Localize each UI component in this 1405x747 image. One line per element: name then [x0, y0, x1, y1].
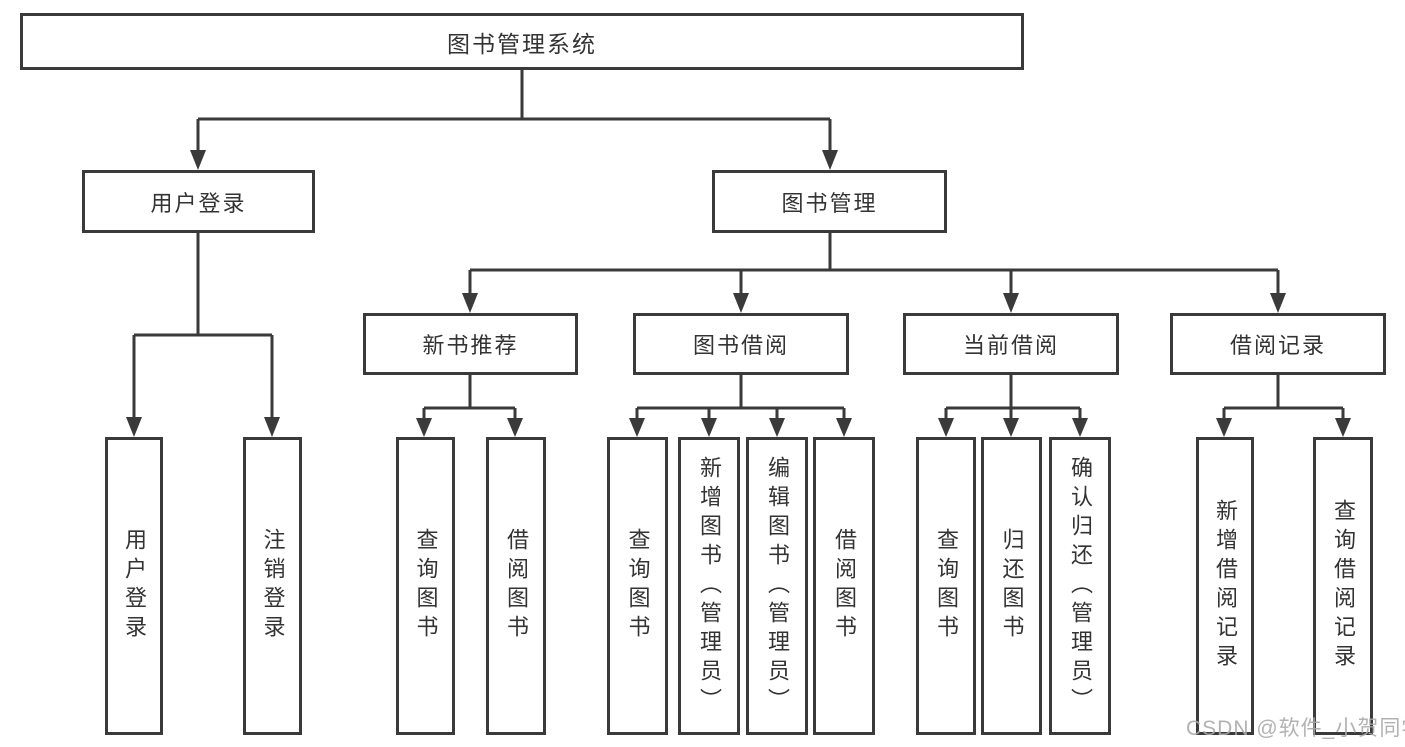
leaf-records-add-record: 新增借阅记录 [1196, 437, 1254, 735]
connector-records-to-leaves [1222, 375, 1345, 421]
section-book-borrow: 图书借阅 [633, 313, 849, 375]
leaf-borrow-edit-books-admin: 编辑图书（管理员） [746, 437, 808, 735]
arrow-icon [836, 418, 852, 437]
connector-userlogin-to-leaves [132, 233, 274, 419]
arrow-icon [1003, 293, 1019, 313]
connector-borrow-to-leaves [635, 375, 846, 421]
arrow-icon [1216, 418, 1232, 437]
leaf-borrow-borrow-books: 借阅图书 [813, 437, 875, 735]
leaf-user-login: 用户登录 [105, 437, 163, 735]
arrow-icon [822, 150, 838, 170]
arrow-icon [1270, 293, 1286, 313]
section-borrow-records: 借阅记录 [1170, 313, 1386, 375]
arrow-icon [190, 150, 206, 170]
branch-user-login: 用户登录 [82, 170, 315, 233]
arrow-icon [1072, 418, 1088, 437]
root-node-system-title: 图书管理系统 [20, 13, 1024, 70]
leaf-current-return-books: 归还图书 [981, 437, 1042, 735]
connector-current-to-leaves [944, 375, 1082, 421]
arrow-icon [264, 417, 280, 437]
branch-book-management: 图书管理 [712, 170, 947, 233]
arrow-icon [462, 293, 478, 313]
csdn-watermark: CSDN @软件_小贺同学 [1186, 717, 1405, 740]
arrow-icon [1003, 418, 1019, 437]
arrow-icon [629, 418, 645, 437]
arrow-icon [126, 417, 142, 437]
arrow-icon [507, 418, 523, 437]
leaf-borrow-query-books: 查询图书 [607, 437, 668, 735]
leaf-current-confirm-return-admin: 确认归还（管理员） [1049, 437, 1111, 735]
connector-root-to-level2 [196, 70, 832, 152]
section-current-borrow: 当前借阅 [903, 313, 1119, 375]
arrow-icon [938, 418, 954, 437]
leaf-records-query-record: 查询借阅记录 [1313, 437, 1373, 735]
leaf-newbooks-query-books: 查询图书 [396, 437, 455, 735]
arrow-icon [1335, 418, 1351, 437]
arrow-icon [416, 418, 432, 437]
leaf-newbooks-borrow-books: 借阅图书 [486, 437, 546, 735]
leaf-logout: 注销登录 [243, 437, 302, 735]
connector-newbooks-to-leaves [422, 375, 517, 421]
arrow-icon [733, 293, 749, 313]
connector-bookmgmt-to-level3 [468, 233, 1280, 295]
arrow-icon [769, 418, 785, 437]
leaf-current-query-books: 查询图书 [916, 437, 976, 735]
arrow-icon [701, 418, 717, 437]
section-new-book-recommend: 新书推荐 [363, 313, 578, 375]
leaf-borrow-add-books-admin: 新增图书（管理员） [678, 437, 740, 735]
